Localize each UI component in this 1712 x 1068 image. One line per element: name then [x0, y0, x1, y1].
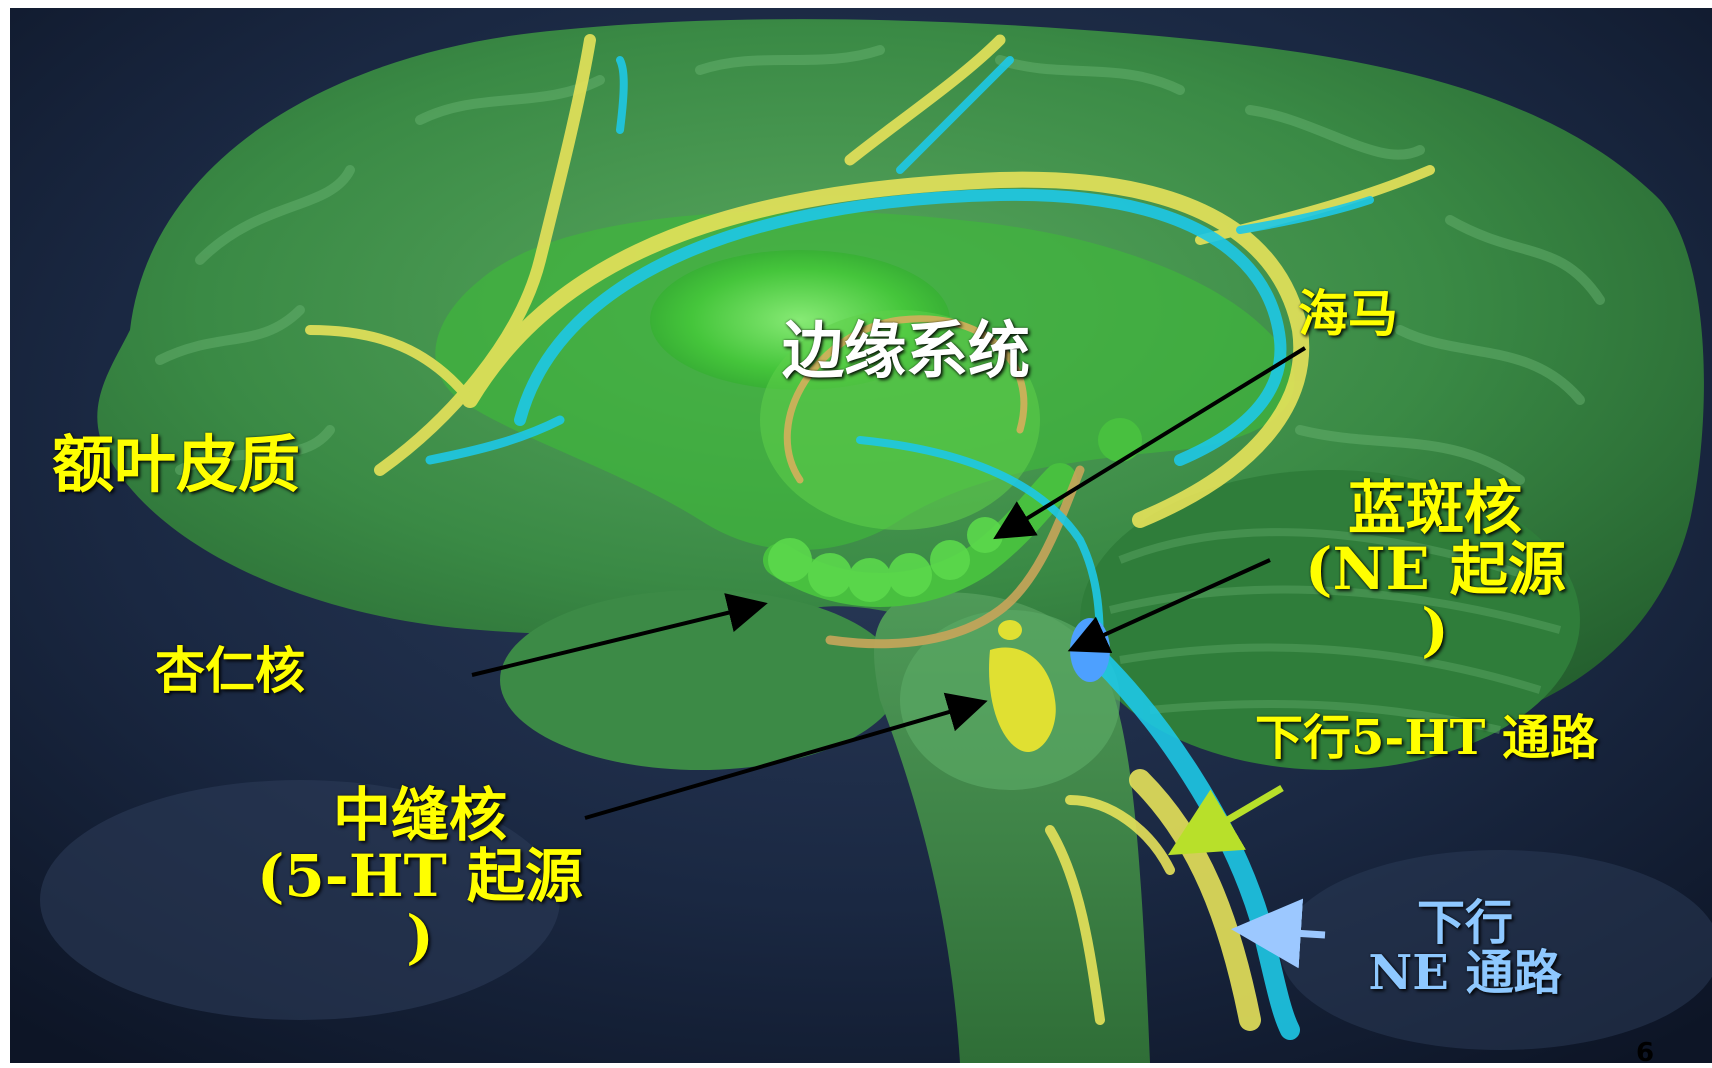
hippocampus-label: 海马: [1298, 284, 1398, 343]
callout-arrows: [471, 346, 1307, 820]
descending-5ht-pathway-label: 下行5-HT 通路: [1255, 710, 1599, 766]
raphe-nucleus-label: 中缝核 (5-HT 起源 ): [255, 785, 585, 968]
descending-ne-line1: 下行: [1416, 895, 1513, 951]
desc-ne-arrow: [1231, 898, 1326, 969]
locus-coeruleus-label: 蓝斑核 (NE 起源 ): [1305, 474, 1566, 664]
raphe-nucleus-title: 中缝核: [332, 781, 507, 849]
descending-ne-pathway-label: 下行 NE 通路: [1360, 898, 1570, 999]
5ht-origin-line1: (5-HT 起源: [256, 841, 584, 910]
5ht-origin-line2: ): [406, 902, 434, 971]
page-number: 6: [1636, 1038, 1655, 1068]
locus-coeruleus-title: 蓝斑核: [1347, 474, 1522, 542]
limbic-system-label: 边缘系统: [782, 314, 1031, 387]
descending-ne-line2: NE 通路: [1368, 945, 1562, 1002]
frontal-cortex-label: 额叶皮质: [52, 428, 301, 501]
amygdala-label: 杏仁核: [155, 641, 305, 700]
ne-origin-line2: ): [1421, 595, 1449, 664]
ne-origin-line1: (NE 起源: [1305, 534, 1566, 603]
desc-5ht-arrow: [1167, 784, 1284, 856]
